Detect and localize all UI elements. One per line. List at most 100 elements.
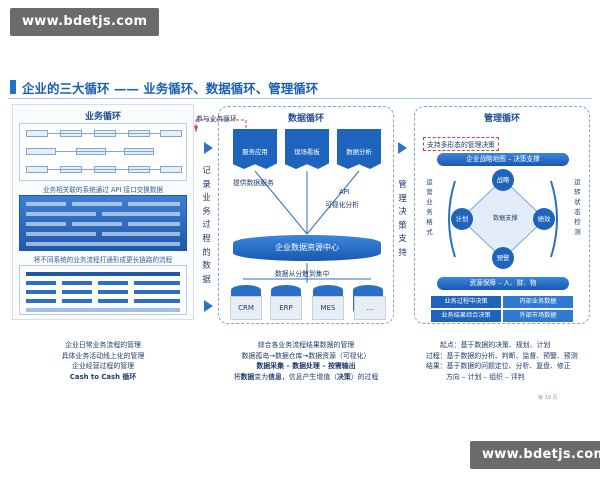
grid-cell: [102, 232, 180, 236]
title-divider: [8, 98, 592, 99]
grid-cell: [26, 272, 180, 276]
note-text: ）的过程: [350, 372, 379, 381]
plan-node: 计划: [451, 208, 473, 230]
service-app-card: 服务应用: [233, 129, 277, 169]
provide-service-label: 提供数据服务: [233, 179, 274, 187]
grid-cell: [62, 281, 92, 285]
grid-cell: [98, 281, 128, 285]
feedback-connector: [194, 119, 247, 132]
arrow-right-icon: [204, 300, 213, 312]
right-side-label: 运转状态检测: [574, 178, 581, 236]
note-line: 综合各业务流程结果数据的管理: [257, 341, 355, 349]
process-node: [26, 166, 48, 173]
note-line: Cash to Cash 循环: [69, 372, 137, 381]
process-connector: [48, 169, 160, 170]
grid-cell: [26, 212, 96, 216]
process-link-caption: 将不同系统的业务流程打通形成更长链路的流程: [33, 256, 173, 264]
arrow-right-icon: [398, 142, 407, 154]
process-node: [26, 148, 56, 155]
table-cell: 外部市场数据: [503, 310, 573, 322]
strategy-node: 战略: [492, 169, 514, 191]
table-cell: 业务结果综合决策: [431, 310, 501, 322]
business-loop-notes: 企业日常业务流程的管理 具体业务活动线上化的管理 企业经营过程的管理 Cash …: [12, 340, 194, 382]
warning-node: 预警: [492, 247, 514, 269]
process-connector: [56, 151, 154, 152]
page-number: 第 19 页: [538, 395, 558, 401]
grid-cell: [26, 242, 180, 246]
system-more: ...: [354, 296, 386, 320]
record-process-label: 记录业务过程的数据: [202, 165, 211, 284]
site-board-card: 现场看板: [285, 129, 329, 169]
note-line: 企业经营过程的管理: [71, 362, 134, 370]
system-mes: MES: [312, 296, 344, 320]
note-text: ，信息产生增值（: [281, 372, 337, 381]
table-cell: 内部业务数据: [503, 296, 573, 308]
visual-analysis-label: 可视化分析: [325, 201, 359, 209]
management-cycle-diagram: [448, 178, 558, 260]
grid-cell: [72, 202, 122, 206]
process-flow-thumbnail: [19, 123, 187, 181]
watermark-bottom: www.bdetjs.com: [470, 441, 600, 469]
grid-cell: [26, 290, 56, 294]
business-loop-title: 业务循环: [84, 112, 121, 122]
data-resource-center: 企业数据资源中心: [233, 235, 381, 261]
collect-label: 数据从分散到集中: [275, 270, 330, 278]
grid-cell: [98, 299, 128, 303]
note-text: 将: [233, 372, 241, 381]
system-erp: ERP: [270, 296, 302, 320]
arrow-right-icon: [204, 142, 213, 154]
data-analysis-card: 数据分析: [337, 129, 381, 169]
grid-cell: [102, 212, 180, 216]
grid-cell: [134, 290, 180, 294]
grid-cell: [26, 202, 66, 206]
grid-cell: [62, 299, 92, 303]
multi-loop-label: 参与业务循环: [196, 115, 237, 123]
process-node: [26, 130, 48, 137]
system-integration-thumbnail: [19, 195, 187, 251]
data-loop-panel: 数据循环 服务应用 现场看板 数据分析 提供数据服务 API 可视化分析 企业数…: [218, 106, 394, 324]
grid-cell: [26, 281, 56, 285]
note-line: 起点：基于数据的决策、规划、计划: [440, 341, 551, 349]
note-line: 企业日常业务流程的管理: [65, 341, 141, 349]
note-line: 方向 – 计划 – 组织 – 评判: [446, 372, 525, 381]
grid-cell: [134, 299, 180, 303]
note-text: 变为: [254, 372, 269, 381]
grid-cell: [128, 222, 180, 226]
strategy-map-banner: 企业战略地图 – 决策支撑: [437, 153, 569, 166]
business-loop-panel: 业务循环 业务相关联的系统通过 API 接口交换数据: [12, 104, 194, 320]
grid-cell: [98, 290, 128, 294]
note-keyword: 信息: [268, 372, 282, 381]
watermark-top: www.bdetjs.com: [10, 8, 160, 36]
decision-support-tag: 支持多形态的管理决策: [423, 137, 499, 151]
data-loop-title: 数据循环: [287, 114, 324, 124]
table-cell: 业务过程中决策: [431, 296, 501, 308]
process-chain-thumbnail: [19, 265, 187, 315]
title-accent-mark: [10, 80, 16, 94]
decision-support-label: 管理决策支持: [398, 179, 407, 257]
grid-cell: [72, 222, 122, 226]
grid-cell: [26, 232, 96, 236]
process-node: [160, 166, 182, 173]
api-label: API: [339, 188, 350, 196]
note-line: 将数据变为信息，信息产生增值（决策）的过程: [218, 372, 394, 383]
slide-title-bar: 企业的三大循环 —— 业务循环、数据循环、管理循环: [10, 78, 318, 96]
grid-cell: [128, 202, 180, 206]
slide-title: 企业的三大循环 —— 业务循环、数据循环、管理循环: [22, 80, 319, 96]
grid-cell: [134, 281, 180, 285]
slide: 企业的三大循环 —— 业务循环、数据循环、管理循环 业务循环 业务相关联的系统通…: [8, 76, 592, 404]
note-line: 过程：基于数据的分析、判断、监督、预警、预测: [426, 351, 578, 360]
resource-banner: 资源保障 – 人、财、物: [437, 277, 569, 290]
note-line: 数据采集 – 数据处理 – 按需输出: [256, 362, 356, 370]
data-loop-notes: 综合各业务流程结果数据的管理 数据孤岛→数据仓库→数据资源（可视化） 数据采集 …: [218, 340, 394, 382]
system-crm: CRM: [230, 296, 262, 320]
grid-cell: [26, 308, 180, 312]
management-loop-notes: 起点：基于数据的决策、规划、计划 过程：基于数据的分析、判断、监督、预警、预测 …: [426, 340, 590, 382]
process-node: [160, 130, 182, 137]
data-flow-lines: [243, 170, 371, 283]
left-side-label: 运营业务格式: [426, 178, 433, 236]
note-keyword: 数据: [240, 372, 255, 381]
grid-cell: [26, 222, 66, 226]
performance-node: 绩效: [533, 208, 555, 230]
process-connector: [48, 133, 160, 134]
grid-cell: [26, 299, 56, 303]
